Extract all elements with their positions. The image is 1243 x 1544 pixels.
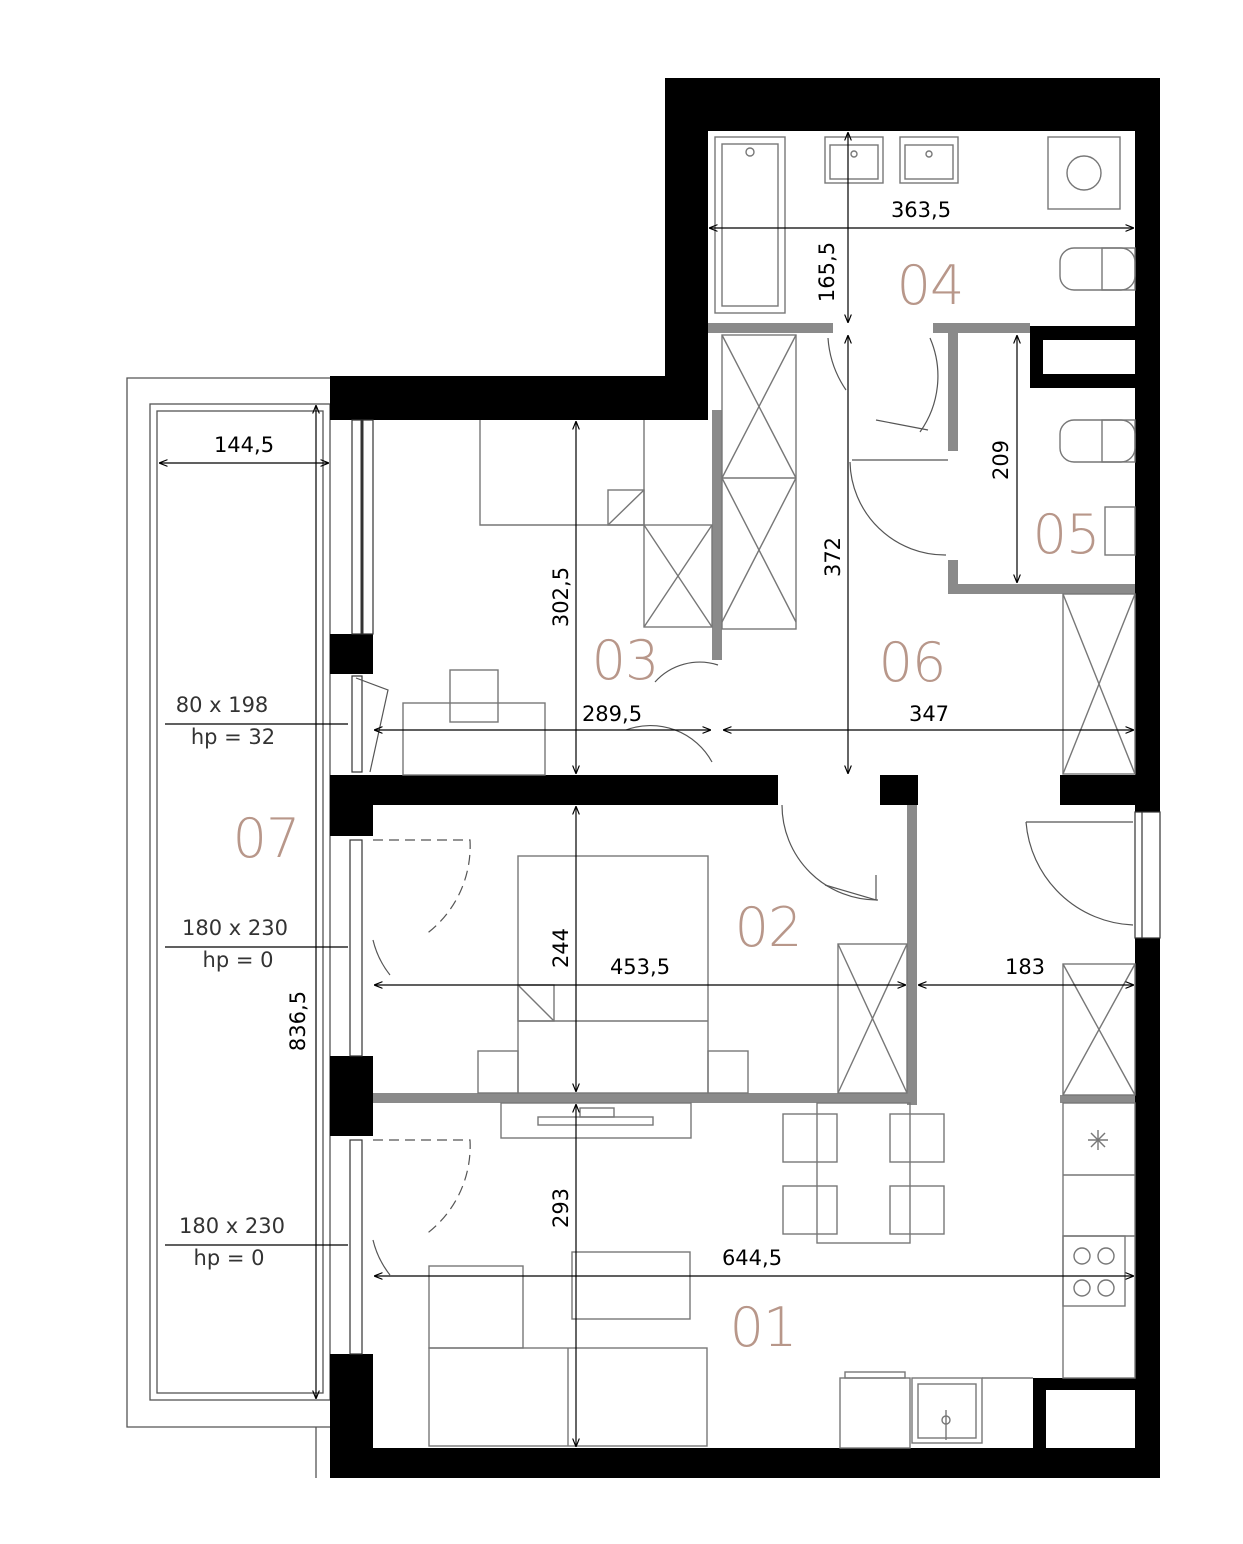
opening-2-hp: hp = 0 [203, 948, 274, 972]
room-label-01: 01 [730, 1296, 797, 1359]
dim-01-width: 644,5 [722, 1246, 782, 1270]
balcony-outline [126, 377, 331, 1478]
dim-04-width: 363,5 [891, 198, 951, 222]
dim-hall-width: 183 [1005, 955, 1045, 979]
partition-walls [373, 323, 1135, 1105]
opening-3-size: 180 x 230 [179, 1214, 285, 1238]
exterior-walls [330, 78, 1160, 1478]
room-label-07: 07 [233, 807, 300, 870]
dim-03-depth: 302,5 [549, 567, 573, 627]
opening-1-hp: hp = 32 [191, 725, 275, 749]
dim-03-width: 289,5 [582, 702, 642, 726]
room-label-06: 06 [879, 631, 946, 694]
dim-02-depth: 244 [549, 928, 573, 968]
dim-04-depth: 165,5 [815, 242, 839, 302]
dim-06-depth: 372 [821, 537, 845, 577]
dimension-lines [160, 133, 1133, 1446]
dim-05-depth: 209 [989, 440, 1013, 480]
dim-01-depth: 293 [549, 1188, 573, 1228]
windows [349, 419, 1161, 1355]
dim-02-width: 453,5 [610, 955, 670, 979]
dim-07-length: 836,5 [286, 991, 310, 1051]
dim-07-width: 144,5 [214, 433, 274, 457]
room-label-03: 03 [592, 629, 659, 692]
room-label-02: 02 [735, 896, 802, 959]
dim-06-width: 347 [909, 702, 949, 726]
room-label-04: 04 [897, 254, 964, 317]
room-label-05: 05 [1033, 503, 1100, 566]
opening-3-hp: hp = 0 [194, 1246, 265, 1270]
furniture [402, 136, 1136, 1449]
opening-1-size: 80 x 198 [176, 693, 269, 717]
opening-2-size: 180 x 230 [182, 916, 288, 940]
